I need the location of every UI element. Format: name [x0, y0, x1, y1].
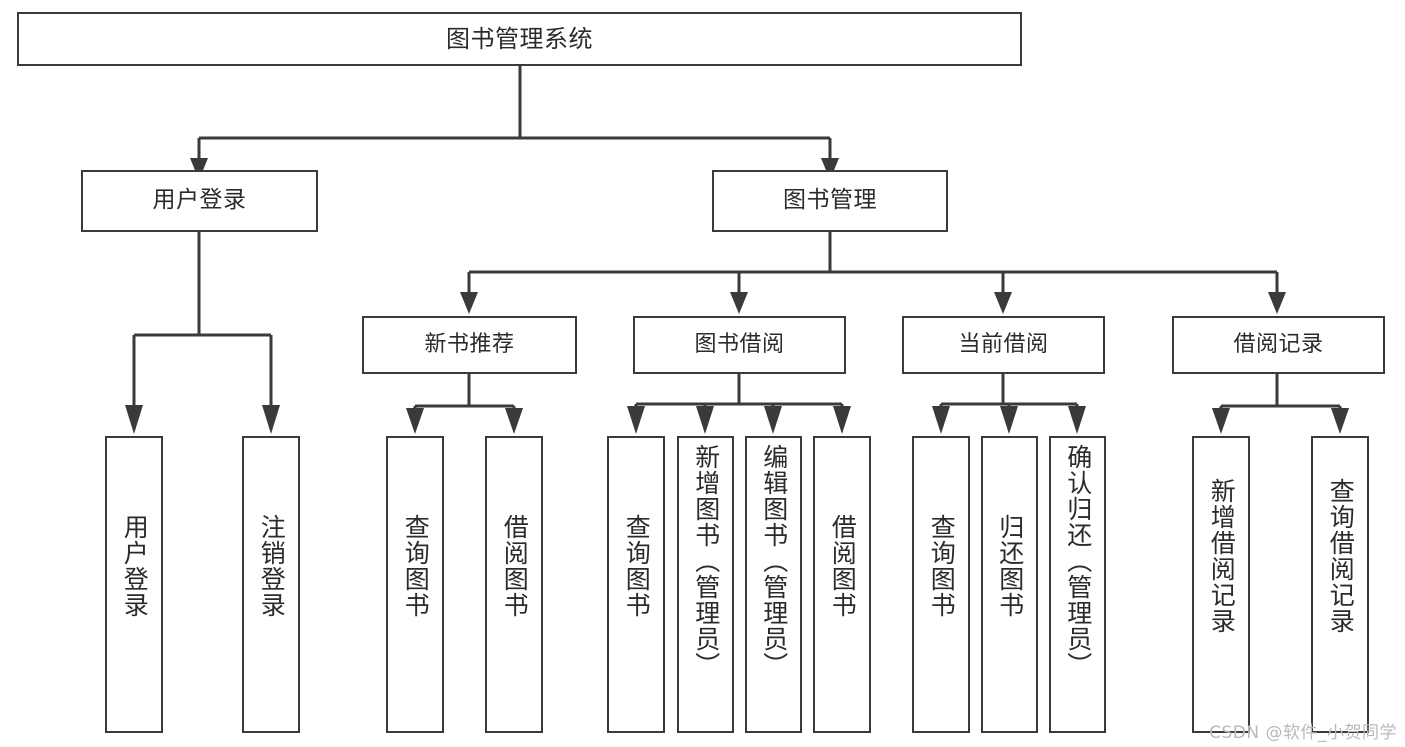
node-root-book-management-system[interactable]: 图书管理系统 — [17, 12, 1022, 66]
node-leaf-borrow-book-1-label: 借阅图书 — [500, 514, 530, 618]
node-leaf-query-book-1-label: 查询图书 — [401, 514, 431, 618]
node-borrow-record[interactable]: 借阅记录 — [1172, 316, 1385, 374]
node-leaf-confirm-return-label: 确认归还（管理员） — [1063, 444, 1093, 678]
node-leaf-add-record[interactable]: 新增借阅记录 — [1192, 436, 1250, 733]
node-new-book-recommend[interactable]: 新书推荐 — [362, 316, 577, 374]
node-leaf-borrow-book-2-label: 借阅图书 — [828, 514, 858, 618]
node-current-borrow[interactable]: 当前借阅 — [902, 316, 1105, 374]
arrowheads-layer — [125, 158, 1349, 434]
node-leaf-query-book-3[interactable]: 查询图书 — [912, 436, 970, 733]
node-leaf-query-record-label: 查询借阅记录 — [1326, 478, 1356, 634]
node-user-login[interactable]: 用户登录 — [81, 170, 318, 232]
node-leaf-query-book-1[interactable]: 查询图书 — [386, 436, 444, 733]
node-leaf-logout-login-label: 注销登录 — [257, 514, 287, 618]
node-leaf-add-record-label: 新增借阅记录 — [1207, 478, 1237, 634]
node-new-book-recommend-label: 新书推荐 — [424, 331, 515, 357]
node-borrow-record-label: 借阅记录 — [1233, 331, 1324, 357]
node-current-borrow-label: 当前借阅 — [958, 331, 1049, 357]
node-leaf-add-book-label: 新增图书（管理员） — [691, 444, 721, 678]
node-leaf-borrow-book-2[interactable]: 借阅图书 — [813, 436, 871, 733]
node-book-borrow-label: 图书借阅 — [694, 331, 785, 357]
node-leaf-query-record[interactable]: 查询借阅记录 — [1311, 436, 1369, 733]
node-book-management[interactable]: 图书管理 — [712, 170, 948, 232]
node-leaf-user-login-label: 用户登录 — [120, 514, 150, 618]
node-leaf-edit-book-label: 编辑图书（管理员） — [759, 444, 789, 678]
node-leaf-borrow-book-1[interactable]: 借阅图书 — [485, 436, 543, 733]
node-book-management-label: 图书管理 — [783, 187, 877, 214]
node-root-label: 图书管理系统 — [446, 24, 593, 53]
node-leaf-confirm-return[interactable]: 确认归还（管理员） — [1049, 436, 1106, 733]
node-leaf-query-book-2-label: 查询图书 — [622, 514, 652, 618]
node-leaf-query-book-2[interactable]: 查询图书 — [607, 436, 665, 733]
csdn-watermark: CSDN @软件_小贺同学 — [1209, 723, 1397, 743]
node-leaf-logout-login[interactable]: 注销登录 — [242, 436, 300, 733]
node-leaf-query-book-3-label: 查询图书 — [927, 514, 957, 618]
node-leaf-edit-book[interactable]: 编辑图书（管理员） — [745, 436, 802, 733]
node-leaf-user-login[interactable]: 用户登录 — [105, 436, 163, 733]
node-user-login-label: 用户登录 — [152, 187, 247, 214]
node-leaf-add-book[interactable]: 新增图书（管理员） — [677, 436, 734, 733]
node-leaf-return-book-label: 归还图书 — [995, 514, 1025, 618]
node-leaf-return-book[interactable]: 归还图书 — [981, 436, 1038, 733]
node-book-borrow[interactable]: 图书借阅 — [633, 316, 846, 374]
